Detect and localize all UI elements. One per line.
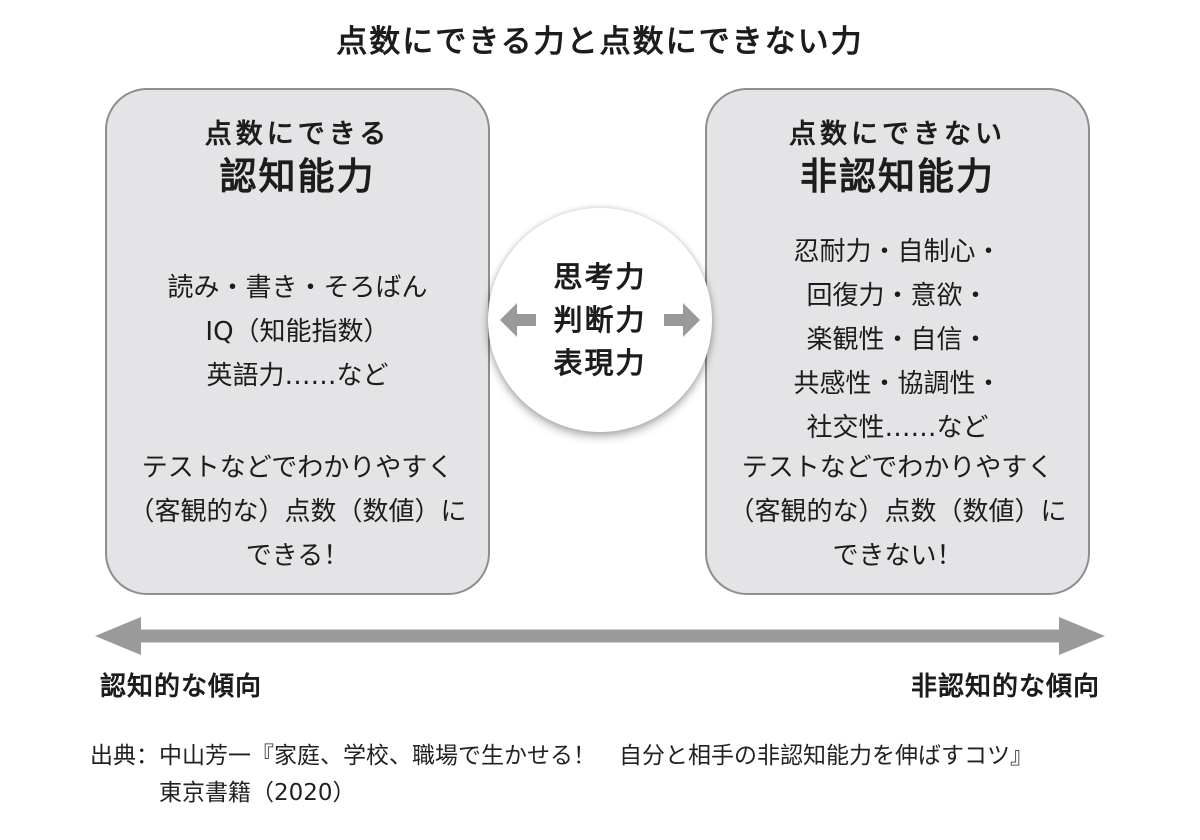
text-line: 共感性・協調性・ (793, 369, 1002, 399)
text-line: 回復力・意欲・ (806, 281, 989, 311)
noncognitive-box-title: 非認知能力 (800, 155, 995, 198)
cognitive-box-note: テストなどでわかりやすく （客観的な）点数（数値）に できる！ (107, 446, 488, 578)
text-line: 読み・書き・そろばん (167, 273, 428, 303)
source-line: 出典：中山芳一『家庭、学校、職場で生かせる！ 自分と相手の非認知能力を伸ばすコツ… (90, 743, 1033, 769)
text-line: 楽観性・自信・ (806, 325, 989, 355)
axis-label-noncognitive: 非認知的な傾向 (910, 672, 1100, 702)
center-circle: 思考力 判断力 表現力 (488, 208, 712, 432)
cognitive-box: 点数にできる 認知能力 読み・書き・そろばん IQ（知能指数） 英語力……など … (105, 88, 490, 595)
text-line: できない！ (832, 541, 963, 571)
circle-text: 思考力 判断力 表現力 (553, 256, 646, 385)
circle-text-line: 表現力 (553, 345, 647, 380)
double-headed-arrow-icon (95, 617, 1105, 655)
text-line: 社交性……など (806, 413, 989, 443)
text-line: できる！ (245, 541, 350, 571)
text-line: IQ（知能指数） (205, 317, 390, 347)
circle-text-line: 判断力 (553, 302, 647, 337)
noncognitive-box-note: テストなどでわかりやすく （客観的な）点数（数値）に できない！ (707, 446, 1088, 578)
cognitive-box-examples: 読み・書き・そろばん IQ（知能指数） 英語力……など (107, 266, 488, 398)
noncognitive-box-subtitle: 点数にできない (789, 119, 1006, 150)
noncognitive-box-examples: 忍耐力・自制心・ 回復力・意欲・ 楽観性・自信・ 共感性・協調性・ 社交性……な… (707, 230, 1088, 450)
text-line: テストなどでわかりやすく (141, 453, 454, 483)
noncognitive-box: 点数にできない 非認知能力 忍耐力・自制心・ 回復力・意欲・ 楽観性・自信・ 共… (705, 88, 1090, 595)
text-line: テストなどでわかりやすく (741, 453, 1054, 483)
cognitive-box-subtitle: 点数にできる (204, 119, 391, 150)
diagram-title: 点数にできる力と点数にできない力 (336, 24, 864, 60)
arrow-right-icon (664, 303, 700, 337)
text-line: （客観的な）点数（数値）に (728, 497, 1067, 527)
cognitive-box-title: 認知能力 (219, 155, 376, 198)
text-line: （客観的な）点数（数値）に (128, 497, 467, 527)
source-line: 東京書籍（2020） (159, 780, 356, 806)
text-line: 英語力……など (206, 361, 389, 391)
axis-label-cognitive: 認知的な傾向 (100, 672, 263, 702)
circle-text-line: 思考力 (553, 259, 647, 294)
text-line: 忍耐力・自制心・ (793, 237, 1002, 267)
source-citation: 出典：中山芳一『家庭、学校、職場で生かせる！ 自分と相手の非認知能力を伸ばすコツ… (90, 738, 1033, 812)
arrow-left-icon (500, 303, 536, 337)
